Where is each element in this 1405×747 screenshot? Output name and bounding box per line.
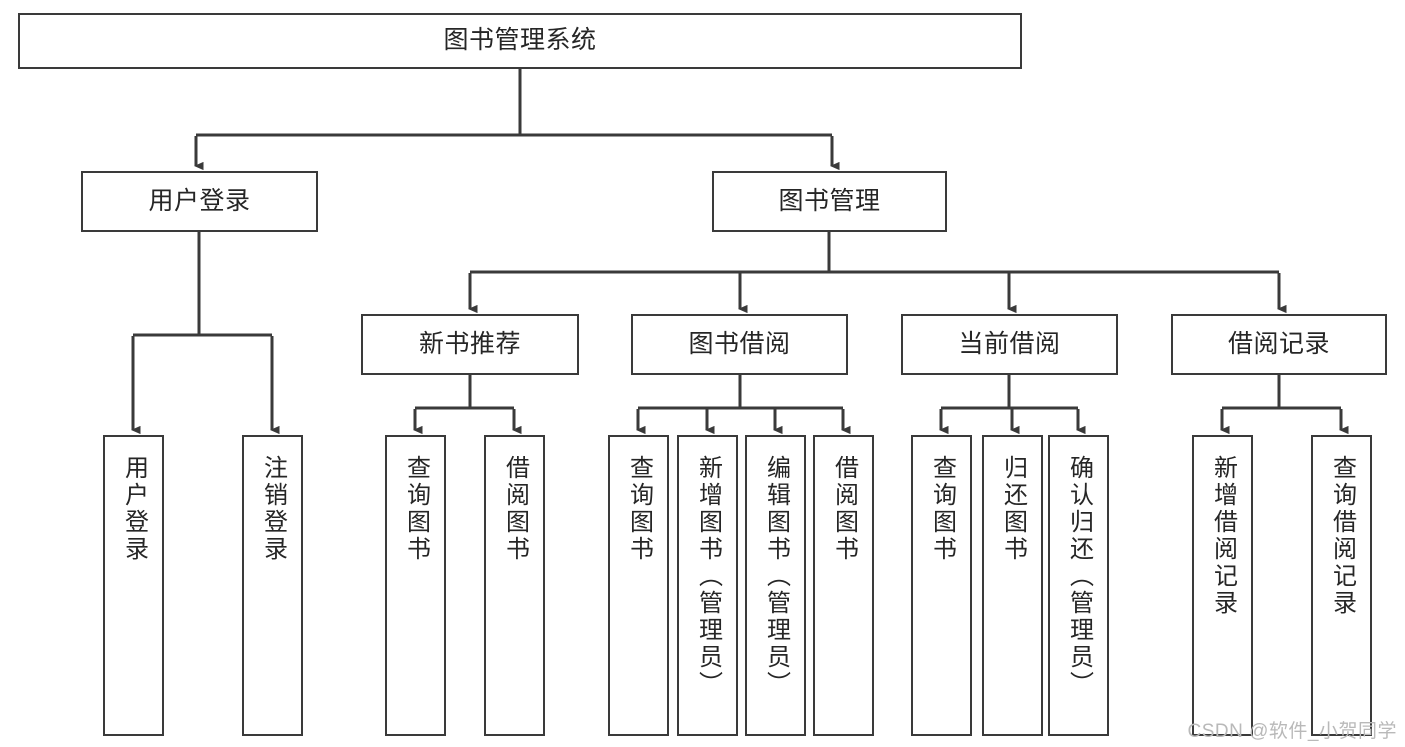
- leaf-query-book-rec[interactable]: 查询图书: [385, 435, 446, 736]
- leaf-query-book-cur[interactable]: 查询图书: [911, 435, 972, 736]
- leaf-query-book-cur-label: 查询图书: [928, 455, 956, 563]
- leaf-borrow-book[interactable]: 借阅图书: [813, 435, 874, 736]
- node-current-borrow-label: 当前借阅: [958, 329, 1061, 358]
- leaf-edit-book[interactable]: 编辑图书（管理员）: [745, 435, 806, 736]
- leaf-query-record-label: 查询借阅记录: [1328, 455, 1356, 617]
- node-borrow-record-label: 借阅记录: [1227, 329, 1330, 358]
- node-new-book-recommend-label: 新书推荐: [418, 329, 521, 358]
- leaf-edit-book-label: 编辑图书（管理员）: [762, 455, 790, 698]
- node-root-label: 图书管理系统: [443, 26, 597, 55]
- leaf-query-book-borrow-label: 查询图书: [625, 455, 653, 563]
- leaf-logout[interactable]: 注销登录: [242, 435, 303, 736]
- leaf-return-book-label: 归还图书: [999, 455, 1027, 563]
- leaf-query-book-rec-label: 查询图书: [402, 455, 430, 563]
- leaf-logout-label: 注销登录: [259, 455, 287, 563]
- node-user-login-label: 用户登录: [148, 186, 251, 215]
- node-current-borrow[interactable]: 当前借阅: [901, 314, 1118, 375]
- node-root[interactable]: 图书管理系统: [18, 13, 1022, 69]
- leaf-query-record[interactable]: 查询借阅记录: [1311, 435, 1372, 736]
- leaf-add-record-label: 新增借阅记录: [1209, 455, 1237, 617]
- leaf-borrow-book-label: 借阅图书: [830, 455, 858, 563]
- node-book-manage[interactable]: 图书管理: [712, 171, 947, 232]
- node-book-manage-label: 图书管理: [778, 186, 881, 215]
- leaf-borrow-book-rec-label: 借阅图书: [501, 455, 529, 563]
- leaf-add-record[interactable]: 新增借阅记录: [1192, 435, 1253, 736]
- leaf-add-book-label: 新增图书（管理员）: [694, 455, 722, 698]
- leaf-user-login-label: 用户登录: [120, 455, 148, 563]
- leaf-user-login[interactable]: 用户登录: [103, 435, 164, 736]
- leaf-add-book[interactable]: 新增图书（管理员）: [677, 435, 738, 736]
- node-book-borrow-label: 图书借阅: [688, 329, 791, 358]
- leaf-return-book[interactable]: 归还图书: [982, 435, 1043, 736]
- leaf-confirm-return[interactable]: 确认归还（管理员）: [1048, 435, 1109, 736]
- node-book-borrow[interactable]: 图书借阅: [631, 314, 848, 375]
- leaf-borrow-book-rec[interactable]: 借阅图书: [484, 435, 545, 736]
- node-new-book-recommend[interactable]: 新书推荐: [361, 314, 579, 375]
- leaf-confirm-return-label: 确认归还（管理员）: [1065, 455, 1093, 698]
- node-borrow-record[interactable]: 借阅记录: [1171, 314, 1387, 375]
- node-user-login[interactable]: 用户登录: [81, 171, 318, 232]
- leaf-query-book-borrow[interactable]: 查询图书: [608, 435, 669, 736]
